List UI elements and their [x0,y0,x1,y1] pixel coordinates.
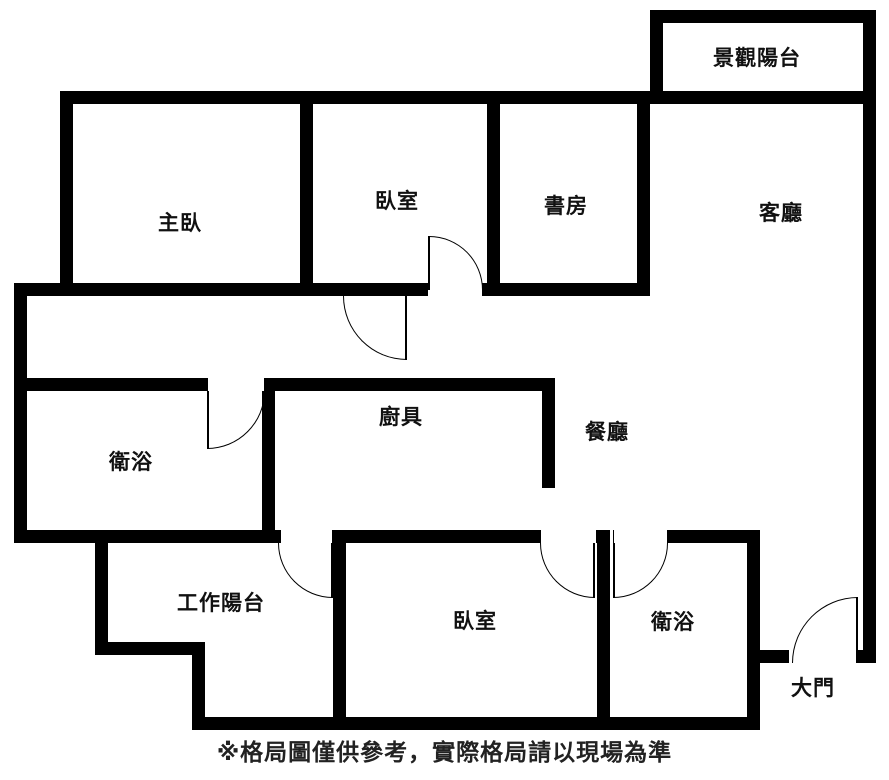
room-label-main-entrance: 大門 [791,676,835,700]
door-swing-arc [540,543,595,598]
room-label-master-bedroom: 主臥 [158,211,202,235]
disclaimer-note: ※格局圖僅供參考，實際格局請以現場為準 [216,740,673,766]
door-leaf [856,597,858,663]
door-leaf [593,543,595,598]
wall [597,530,610,730]
door-swing-arc [207,391,265,449]
room-label-bedroom-bottom: 臥室 [453,609,497,633]
wall [650,10,876,23]
door-leaf [207,391,209,449]
door-swing-arc [343,296,407,360]
door-swing-arc [278,543,333,598]
wall [95,642,205,655]
door-leaf [331,543,333,598]
door-swing-arc [613,543,668,598]
room-label-study: 書房 [544,194,588,218]
wall [650,10,663,104]
wall [265,378,555,391]
wall [14,530,280,543]
door-leaf [613,543,615,598]
wall [747,530,760,730]
wall [863,10,876,663]
wall [858,650,876,663]
wall [262,378,275,543]
room-label-view-balcony: 景觀陽台 [713,46,801,70]
wall [542,378,555,488]
room-label-living-room: 客廳 [759,201,803,225]
door-opening [207,378,265,391]
wall [60,91,73,296]
wall [192,642,205,730]
room-label-kitchen: 廚具 [379,405,423,429]
wall [333,530,346,730]
wall [760,650,788,663]
door-swing-arc [792,597,858,663]
door-opening [613,530,668,543]
wall [300,91,313,296]
door-leaf [405,296,407,360]
wall [14,283,27,543]
door-leaf [428,236,430,290]
wall [637,91,650,296]
wall [192,717,760,730]
wall [668,530,760,543]
room-label-work-balcony: 工作陽台 [177,591,265,615]
wall [95,530,108,655]
room-label-bathroom-bottom: 衛浴 [651,610,695,634]
wall [346,530,540,543]
room-label-bathroom-left: 衛浴 [109,450,153,474]
wall [487,91,500,296]
door-opening [540,530,597,543]
door-opening [280,530,333,543]
wall [27,378,207,391]
room-label-dining-room: 餐廳 [585,420,629,444]
door-swing-arc [429,236,483,290]
wall [14,283,427,296]
wall [483,283,650,296]
wall [60,91,876,104]
room-label-bedroom-top: 臥室 [375,189,419,213]
